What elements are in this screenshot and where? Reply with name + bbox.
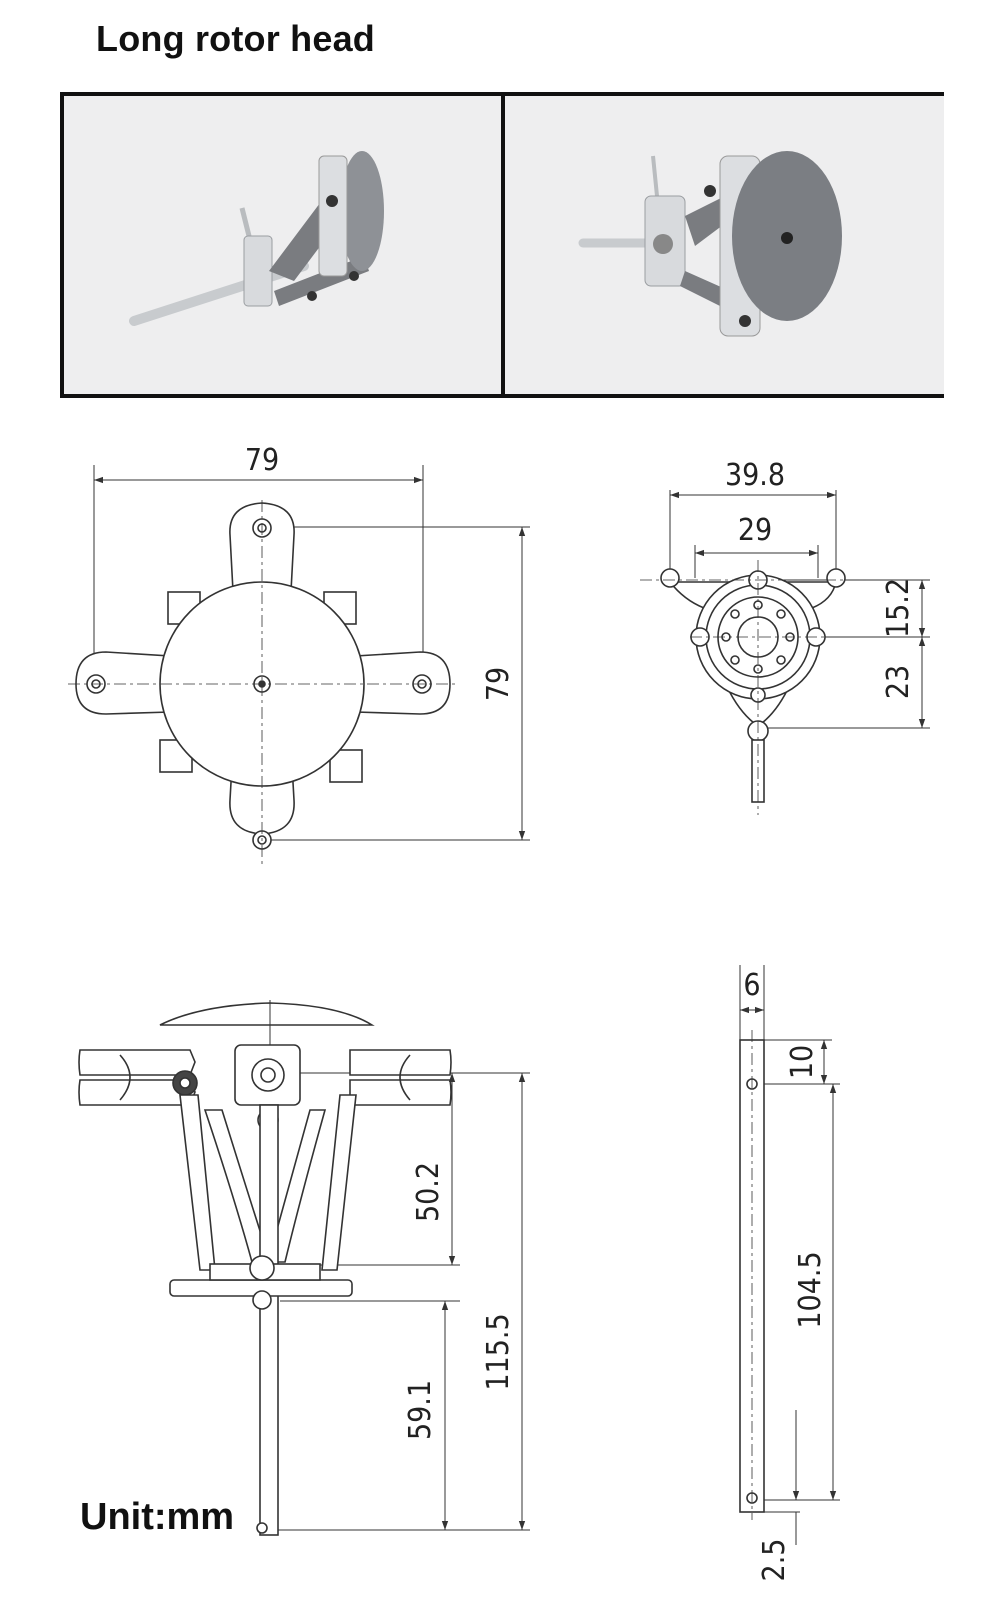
dim-swash-upper: 15.2	[881, 578, 916, 638]
shaft-drawing	[739, 965, 840, 1545]
dim-side-lower: 59.1	[403, 1380, 438, 1440]
top-view-drawing	[68, 465, 530, 868]
dim-shaft-top: 10	[785, 1045, 820, 1079]
photo-right	[505, 96, 944, 394]
dim-shaft-diameter: 6	[743, 968, 760, 1003]
dim-swash-lower: 23	[881, 665, 916, 699]
photo-left	[64, 96, 501, 394]
dim-top-width: 79	[245, 443, 279, 478]
side-view-drawing	[78, 1000, 530, 1536]
swashplate-drawing	[640, 490, 930, 815]
photo-panel	[60, 92, 944, 398]
photo-divider	[501, 96, 505, 394]
dim-shaft-bottom: 2.5	[757, 1539, 792, 1582]
dim-side-upper: 50.2	[411, 1162, 446, 1222]
dim-swash-inner: 29	[738, 513, 772, 548]
unit-label: Unit:mm	[80, 1496, 235, 1538]
dim-shaft-length: 104.5	[793, 1251, 828, 1328]
dim-side-total: 115.5	[481, 1313, 516, 1390]
dim-top-height: 79	[481, 667, 516, 701]
dim-swash-outer: 39.8	[725, 458, 785, 493]
page-title: Long rotor head	[96, 18, 375, 59]
